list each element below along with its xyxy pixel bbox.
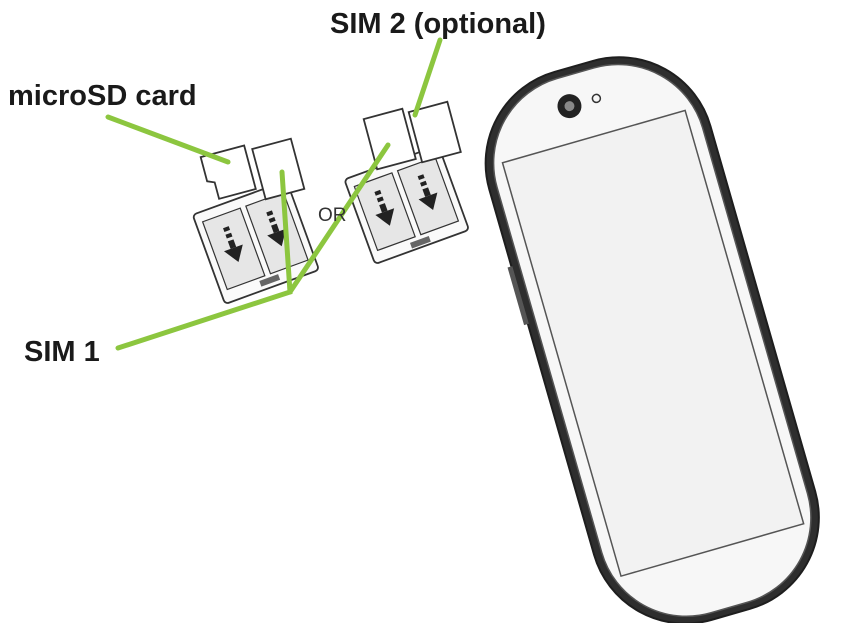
proximity-sensor-icon [591, 93, 602, 104]
down-arrow-icon [417, 174, 438, 210]
leader-line-sim2 [412, 37, 443, 118]
leader-line-sim1-branch [287, 142, 391, 295]
sim-1-card-tray-2 [362, 107, 417, 171]
side-button [507, 266, 529, 326]
down-arrow-icon [223, 226, 243, 262]
front-camera-lens [564, 101, 575, 112]
leader-line-microsd [105, 114, 231, 165]
sim-tray-2 [344, 145, 469, 264]
tray-2-pin-hole [409, 236, 431, 249]
label-microsd-card: microSD card [8, 80, 197, 112]
tray-1-pin-hole [259, 274, 281, 287]
label-or: OR [318, 205, 347, 226]
leader-lines [105, 37, 443, 351]
phone-illustration [484, 56, 820, 623]
label-sim1: SIM 1 [24, 336, 100, 368]
sim-2-card [407, 100, 462, 164]
phone-screen [501, 109, 805, 578]
sim-tray-1 [192, 180, 319, 304]
down-arrow-icon [266, 210, 287, 247]
down-arrow-icon [374, 189, 395, 226]
label-sim2-optional: SIM 2 (optional) [330, 8, 546, 40]
